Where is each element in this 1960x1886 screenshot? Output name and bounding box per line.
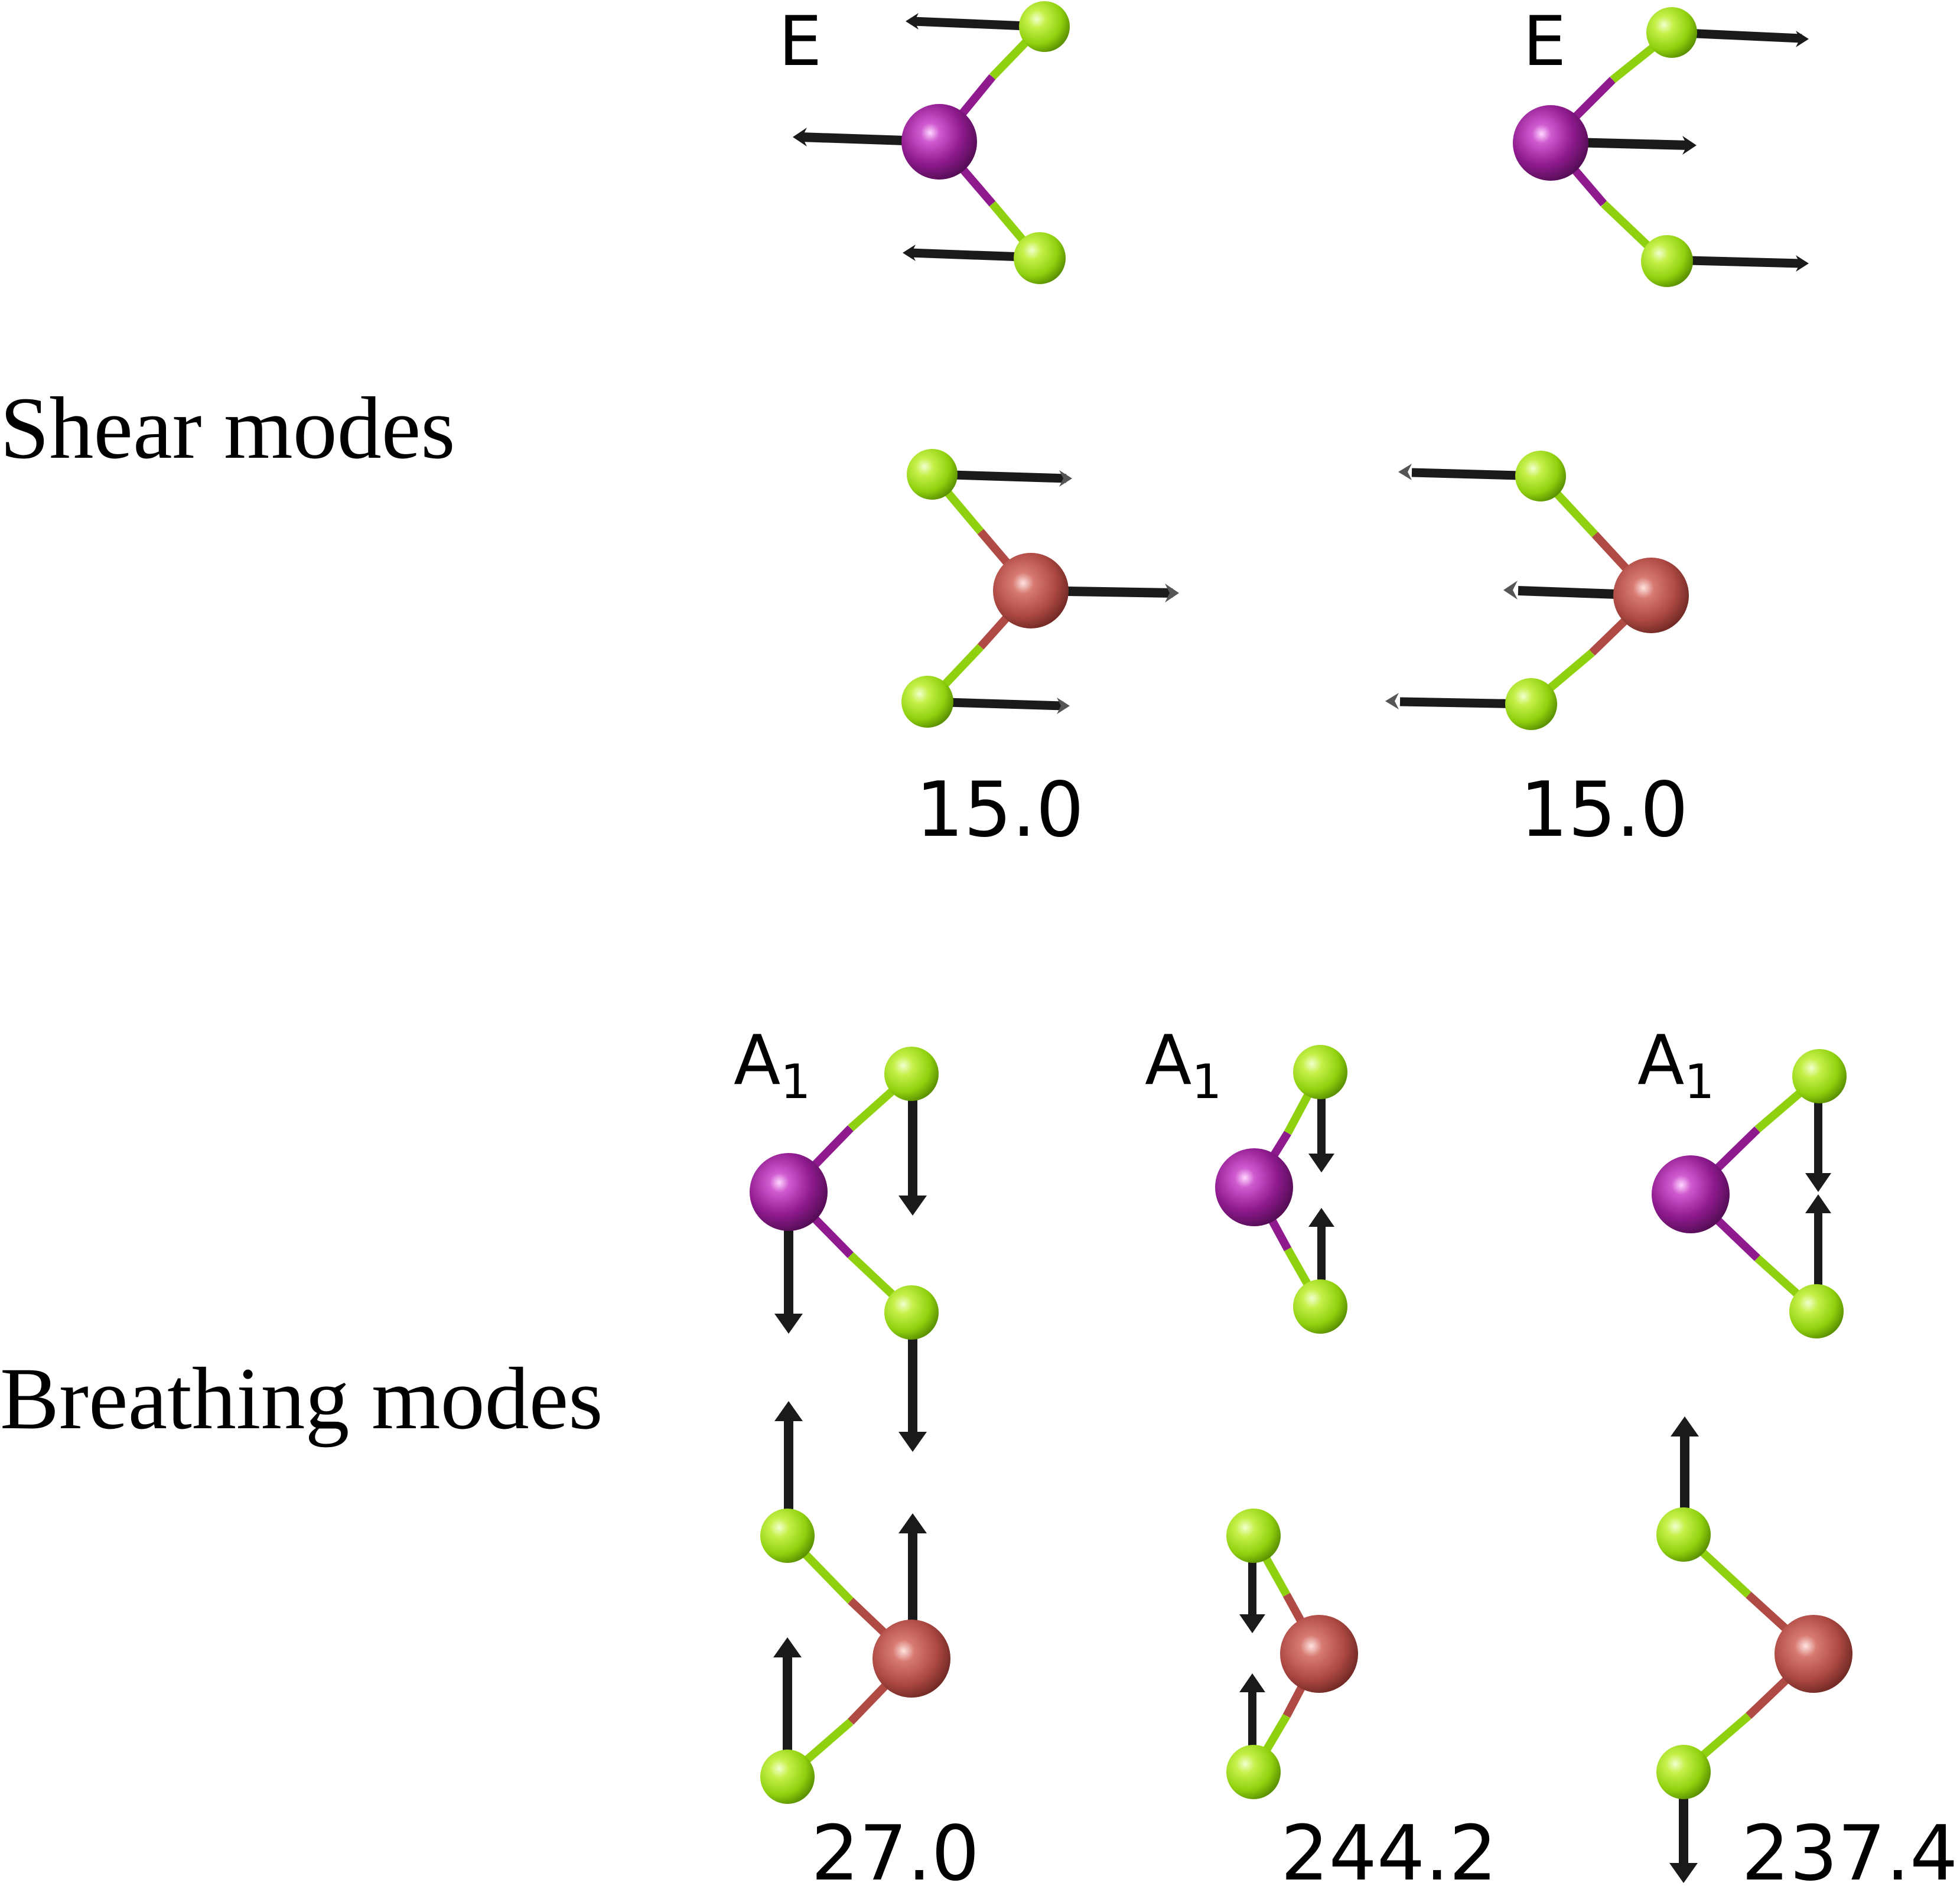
mode-frequency: 27.0 (811, 1810, 979, 1886)
symmetry-letter: A (734, 1021, 780, 1100)
chalcogen-atom (760, 1509, 815, 1563)
chalcogen-atom (1293, 1279, 1347, 1334)
metal-atom (901, 104, 977, 180)
metal-atom (1513, 105, 1588, 181)
symmetry-subscript: 1 (1684, 1054, 1714, 1109)
mode-symmetry-label: A1 (734, 1021, 810, 1109)
displacement-arrows (1385, 464, 1652, 709)
metal-atom (993, 553, 1069, 628)
chalcogen-atom (1293, 1045, 1347, 1099)
chalcogen-atom (1656, 1507, 1711, 1562)
symmetry-subscript: 1 (780, 1054, 810, 1109)
chalcogen-atom (1019, 1, 1070, 52)
chalcogen-atom (1789, 1284, 1844, 1338)
breathing-mode-2: A1 244.2 (1145, 1021, 1497, 1886)
chalcogen-atom (1226, 1509, 1281, 1563)
chalcogen-atom (1656, 1745, 1711, 1799)
symmetry-subscript: 1 (1191, 1054, 1222, 1109)
symmetry-letter: A (1145, 1021, 1191, 1100)
chalcogen-atom (1515, 451, 1566, 501)
mode-frequency: 15.0 (1520, 766, 1688, 854)
metal-atom (750, 1153, 828, 1231)
mode-symmetry-label: A1 (1637, 1021, 1714, 1109)
breathing-mode-1: A1 27. (734, 1021, 979, 1886)
metal-atom (1215, 1148, 1293, 1226)
mode-symmetry-label: E (1523, 2, 1566, 82)
metal-atom (1280, 1615, 1358, 1693)
chalcogen-atom (1505, 678, 1557, 730)
mode-frequency: 244.2 (1281, 1810, 1497, 1886)
shear-mode-1: E (779, 1, 1179, 854)
chalcogen-atom (1646, 7, 1697, 58)
chalcogen-atom (1792, 1049, 1847, 1103)
displacement-arrows (1550, 28, 1809, 272)
metal-atom (1613, 558, 1689, 633)
symmetry-letter: A (1637, 1021, 1684, 1100)
metal-atom (1652, 1155, 1730, 1233)
chalcogen-atom (760, 1750, 815, 1804)
mode-symmetry-label: E (779, 2, 822, 82)
shear-modes-label: Shear modes (0, 379, 455, 477)
chalcogen-atom (901, 676, 953, 728)
chalcogen-atom (1014, 232, 1066, 284)
chalcogen-atom (907, 449, 958, 500)
mode-symmetry-label: A1 (1145, 1021, 1222, 1109)
mode-frequency: 237.4 (1741, 1810, 1958, 1886)
chalcogen-atom (1226, 1745, 1281, 1799)
breathing-mode-3: A1 237.4 (1637, 1021, 1958, 1886)
chalcogen-atom (884, 1285, 939, 1340)
metal-atom (1775, 1615, 1852, 1693)
shear-mode-2: E (1385, 2, 1809, 854)
chalcogen-atom (1641, 235, 1693, 287)
mode-frequency: 15.0 (916, 766, 1084, 854)
breathing-modes-label: Breathing modes (0, 1350, 603, 1448)
metal-atom (872, 1620, 950, 1698)
chalcogen-atom (884, 1047, 939, 1101)
